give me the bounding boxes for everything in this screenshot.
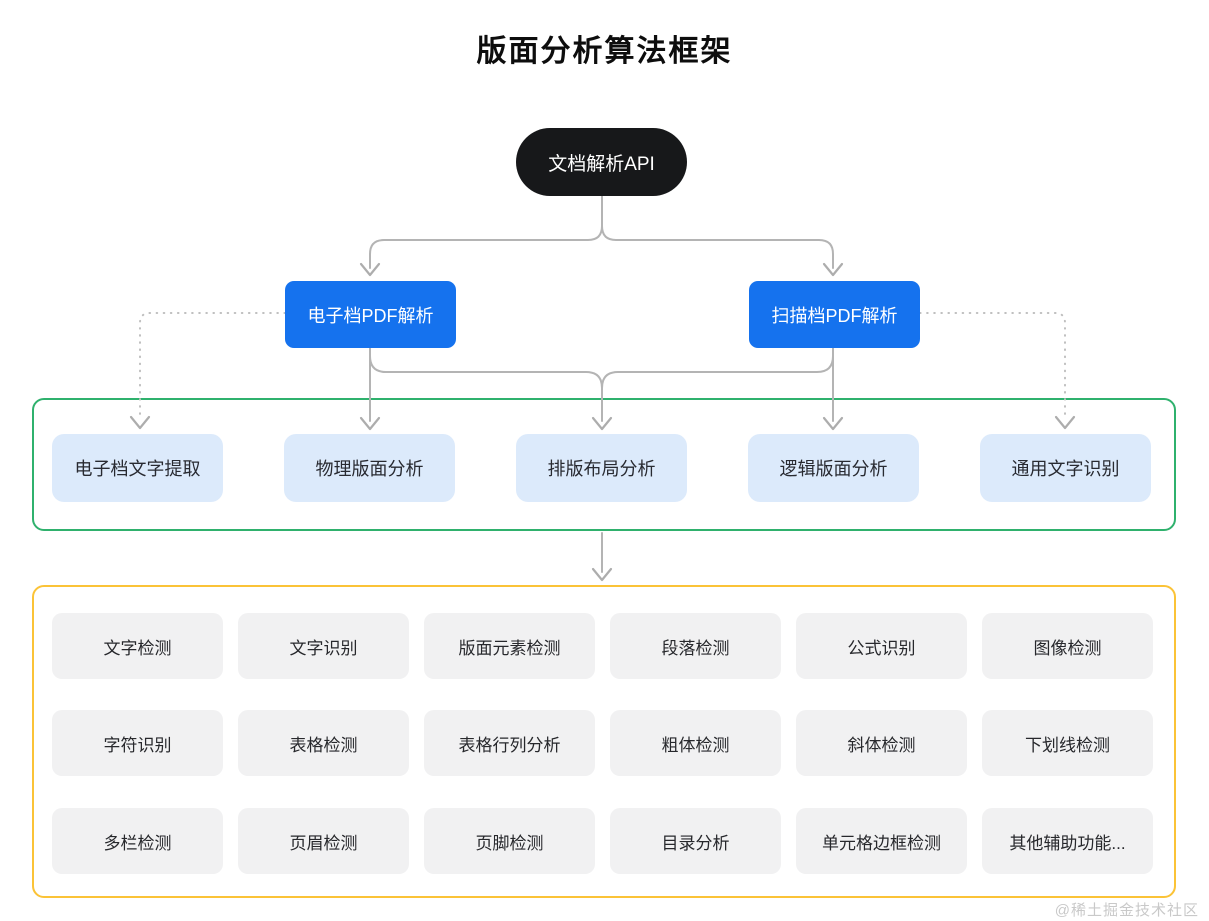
arrowhead (591, 567, 613, 582)
module-box: 页眉检测 (238, 808, 409, 874)
node-document-parse-api: 文档解析API (516, 128, 687, 196)
module-box: 斜体检测 (796, 710, 967, 776)
analysis-group-frame (32, 398, 1176, 531)
analysis-box-text-extraction: 电子档文字提取 (52, 434, 223, 502)
module-box: 版面元素检测 (424, 613, 595, 679)
module-box: 目录分析 (610, 808, 781, 874)
module-box: 段落检测 (610, 613, 781, 679)
module-box: 图像检测 (982, 613, 1153, 679)
connector-merge-right (601, 355, 834, 389)
arrowhead (822, 262, 844, 277)
module-box: 文字检测 (52, 613, 223, 679)
connector-root-to-left-parser (369, 225, 603, 269)
connector-merge-left (369, 355, 603, 389)
analysis-box-physical-layout: 物理版面分析 (284, 434, 455, 502)
analysis-box-general-ocr: 通用文字识别 (980, 434, 1151, 502)
analysis-box-typesetting-layout: 排版布局分析 (516, 434, 687, 502)
module-box: 页脚检测 (424, 808, 595, 874)
module-box: 字符识别 (52, 710, 223, 776)
module-box: 表格行列分析 (424, 710, 595, 776)
module-box: 下划线检测 (982, 710, 1153, 776)
watermark: @稀土掘金技术社区 (1054, 902, 1199, 919)
analysis-box-logical-layout: 逻辑版面分析 (748, 434, 919, 502)
module-box: 粗体检测 (610, 710, 781, 776)
arrowhead (359, 262, 381, 277)
page-title: 版面分析算法框架 (476, 35, 733, 68)
connector-root-to-right-parser (601, 225, 834, 269)
module-box: 其他辅助功能... (982, 808, 1153, 874)
node-scanned-pdf-parse: 扫描档PDF解析 (749, 281, 920, 348)
node-electronic-pdf-parse: 电子档PDF解析 (285, 281, 456, 348)
module-box: 单元格边框检测 (796, 808, 967, 874)
module-box: 表格检测 (238, 710, 409, 776)
modules-group-frame (32, 585, 1176, 898)
module-box: 文字识别 (238, 613, 409, 679)
module-box: 公式识别 (796, 613, 967, 679)
module-box: 多栏检测 (52, 808, 223, 874)
